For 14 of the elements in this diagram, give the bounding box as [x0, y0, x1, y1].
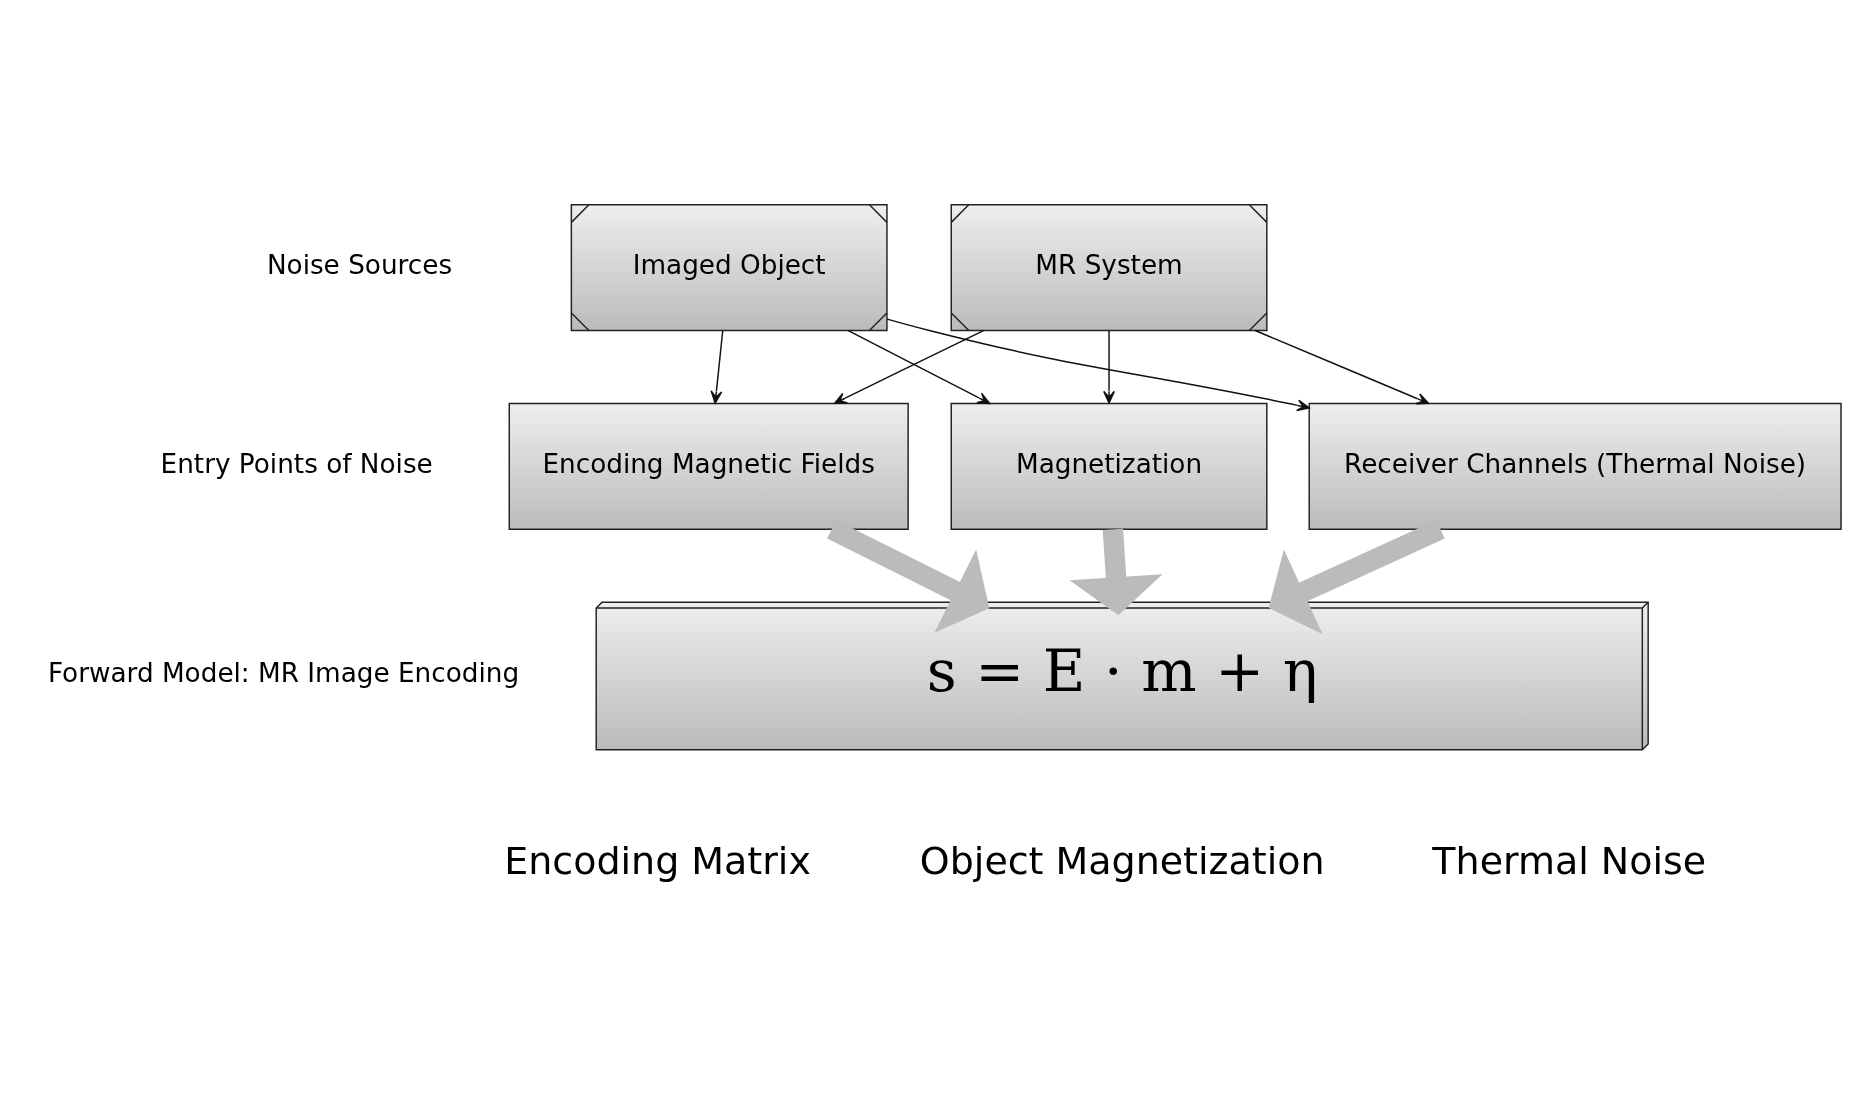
- label: Thermal Noise: [1432, 838, 1707, 883]
- label: Encoding Matrix: [504, 838, 811, 883]
- label: Forward Model: MR Image Encoding: [47, 657, 520, 688]
- arrow: [710, 329, 724, 404]
- arrow: [1254, 329, 1430, 404]
- arrow: [886, 317, 1310, 411]
- node-box: Receiver Channels (Thermal Noise): [1308, 402, 1842, 530]
- node-box: Encoding Magnetic Fields: [508, 402, 909, 530]
- label: Noise Sources: [266, 249, 453, 280]
- arrow: [1069, 528, 1163, 615]
- label: Object Magnetization: [919, 838, 1325, 883]
- node-box: Magnetization: [950, 402, 1268, 530]
- label: Entry Points of Noise: [160, 448, 433, 479]
- arrow: [1103, 329, 1116, 404]
